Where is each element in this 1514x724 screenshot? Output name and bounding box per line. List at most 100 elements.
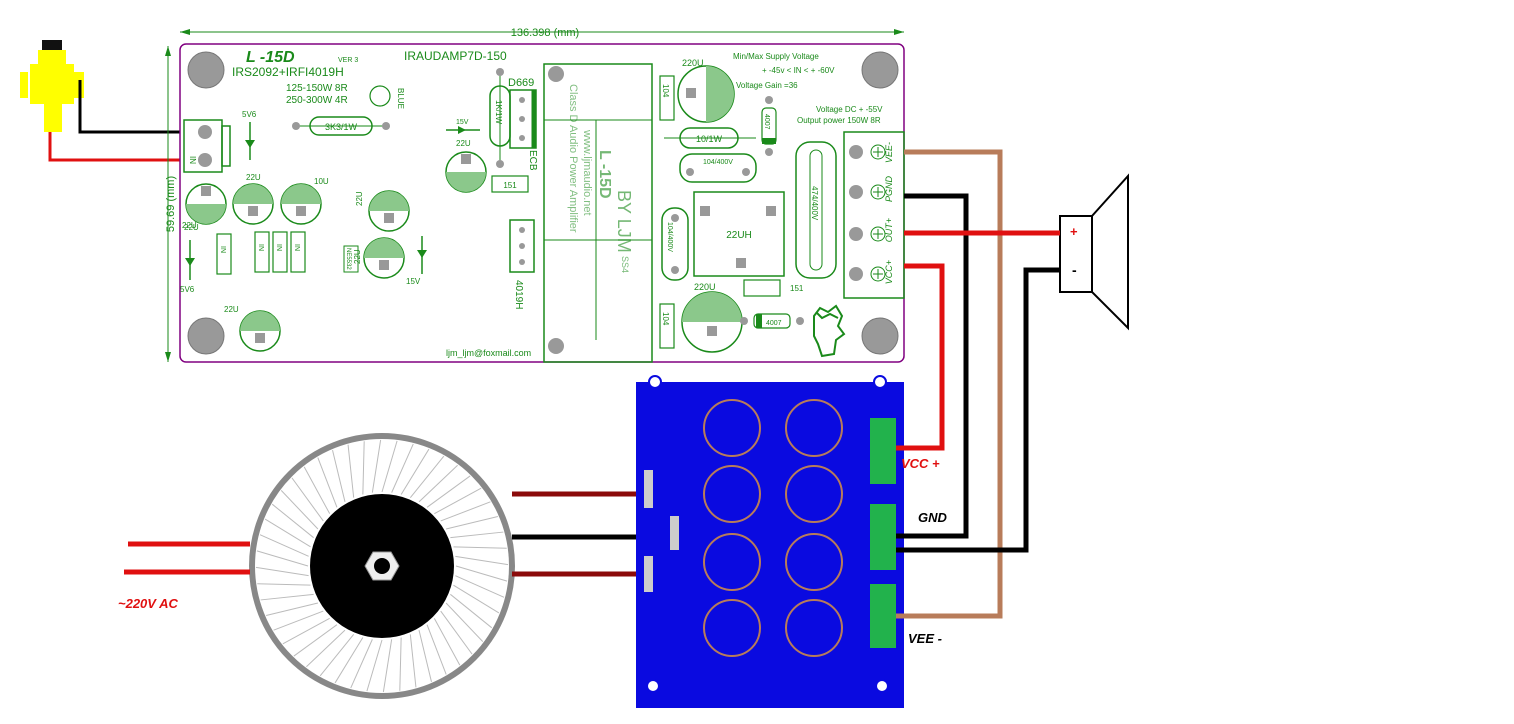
terminal-vee-label: VEE- [884, 142, 894, 163]
resistor-3k3-label: 3K3/1W [325, 122, 358, 132]
toroid-winding-line [291, 477, 324, 522]
in-res-c: IN [275, 244, 282, 251]
toroid-winding-line [418, 629, 432, 682]
toroid-winding-line [455, 565, 508, 582]
cap-220u-a: 220U [677, 58, 735, 123]
toroid-winding-line [445, 516, 498, 530]
toroid-winding-line [391, 443, 414, 493]
wire-speaker-minus [896, 267, 1060, 553]
logo-text-4: BY LJM [614, 190, 634, 253]
toroid-winding-line [350, 639, 373, 689]
diode-4007-a-label: 4007 [763, 114, 770, 130]
toroid-winding-line [399, 637, 402, 691]
dimension-height: 59.69 (mm) [165, 46, 177, 362]
toroid-winding-line [306, 629, 346, 668]
speaker: + - [1059, 173, 1129, 331]
cap-22u-a-label: 22U [184, 223, 199, 232]
cap-104-b-label: 104 [661, 312, 670, 326]
mounting-hole-br [861, 317, 899, 355]
mounting-hole-bl [187, 317, 225, 355]
psu-input-pad-ct [670, 516, 679, 550]
toroid-winding-line [409, 634, 417, 688]
cap-104-400v-b-label: 104/400V [666, 222, 673, 252]
pcb-logo-block: Class D Audio Power Amplifier www.ljmaud… [543, 63, 653, 363]
psu-gnd-label: GND [918, 510, 948, 525]
4019h-label: 4019H [513, 280, 524, 309]
dimension-width: 136.398 (mm) [180, 27, 904, 39]
diode-4007-a: 4007 [761, 96, 777, 156]
psu-vcc-label: VCC + [901, 456, 940, 471]
logo-text-3: L -15D [596, 150, 613, 199]
ne5532-label: NE5532 [345, 248, 351, 270]
toroid-winding-line [257, 583, 311, 586]
input-terminal: IN [183, 119, 231, 173]
psu-input-pad-2 [644, 556, 653, 592]
cap-22u-d: 22U [355, 190, 410, 232]
cap-22u-a: 22U [184, 183, 227, 232]
terminal-pgnd-label: PGND [884, 176, 894, 203]
diode-4007-b: 4007 [740, 313, 804, 329]
inductor-22uh: 22UH [693, 191, 785, 277]
in-res-a: IN [219, 246, 226, 253]
toroid-winding-line [445, 602, 484, 642]
output-power: Output power 150W 8R [797, 116, 881, 125]
toroid-winding-line [440, 501, 491, 522]
logo-text-1: Class D Audio Power Amplifier [567, 84, 579, 233]
toroid-winding-line [426, 624, 447, 675]
toroid-winding-line [303, 466, 331, 514]
psu-board [636, 375, 904, 708]
logo-text-2: www.ljmaudio.net [581, 129, 593, 216]
toroid-winding-line [434, 487, 482, 515]
dc-voltage: Voltage DC + -55V [816, 105, 883, 114]
zener-5v6-top-label: 5V6 [242, 110, 257, 119]
toroid-winding-line [418, 464, 458, 503]
psu-terminal-gnd [870, 504, 896, 570]
cap-104-400v-a-label: 104/400V [703, 159, 733, 166]
toroid-winding-line [409, 455, 445, 498]
cap-22u-f: 22U [224, 305, 281, 352]
toroidal-transformer [249, 433, 515, 699]
board-title: L -15D [246, 49, 295, 66]
mounting-hole-tr [861, 51, 899, 89]
speaker-plus-label: + [1070, 224, 1078, 239]
input-wire-ground [78, 80, 188, 134]
board-power-4r: 250-300W 4R [286, 95, 348, 106]
psu-board-body [636, 382, 904, 708]
cap-220u-b-label: 220U [694, 282, 716, 292]
psu-terminal-vcc [870, 418, 896, 484]
psu-input-pad-1 [644, 470, 653, 508]
cap-104-400v-b: 104/400V [661, 207, 689, 281]
toroid-winding-line [382, 639, 393, 693]
resistor-1k-label: 1K/1W [494, 100, 503, 124]
resistor-151-b-label: 151 [790, 284, 804, 293]
toroid-winding-line [332, 450, 346, 503]
toroid-winding-line [440, 610, 473, 655]
ecb-label: ECB [527, 150, 538, 171]
toroid-winding-line [453, 584, 500, 614]
zener-5v6-bot-label: 5V6 [180, 285, 195, 294]
psu-vee-label: VEE - [908, 631, 942, 646]
toroid-winding-line [273, 610, 324, 631]
cap-474-400v-label: 474/400V [810, 186, 819, 221]
toroid-winding-line [317, 457, 338, 508]
psu-capacitors [703, 399, 843, 657]
wire-vcc [896, 263, 945, 451]
toroid-winding-line [282, 617, 330, 645]
toroid-winding-line [400, 448, 430, 495]
cap-22u-e-label: 22U [353, 249, 362, 264]
cap-220u-a-label: 220U [682, 58, 704, 68]
inductor-22uh-label: 22UH [726, 230, 752, 241]
terminal-vee: VEE- [849, 142, 894, 163]
terminal-vcc: VCC+ [849, 260, 894, 284]
cap-22u-e: 22U [353, 237, 405, 279]
toroid-winding-line [271, 503, 314, 539]
wire-gnd [896, 193, 969, 539]
cap-10u-label: 10U [314, 177, 329, 186]
toroid-winding-line [334, 637, 364, 684]
toroid-winding-line [366, 639, 383, 692]
board-chipset: IRS2092+IRFI4019H [232, 65, 344, 79]
voltage-gain: Voltage Gain =36 [736, 81, 798, 90]
supply-range: + -45v < IN < + -60V [762, 66, 835, 75]
ic-ne5532: NE5532 [343, 245, 359, 273]
toroid-winding-line [371, 439, 382, 493]
